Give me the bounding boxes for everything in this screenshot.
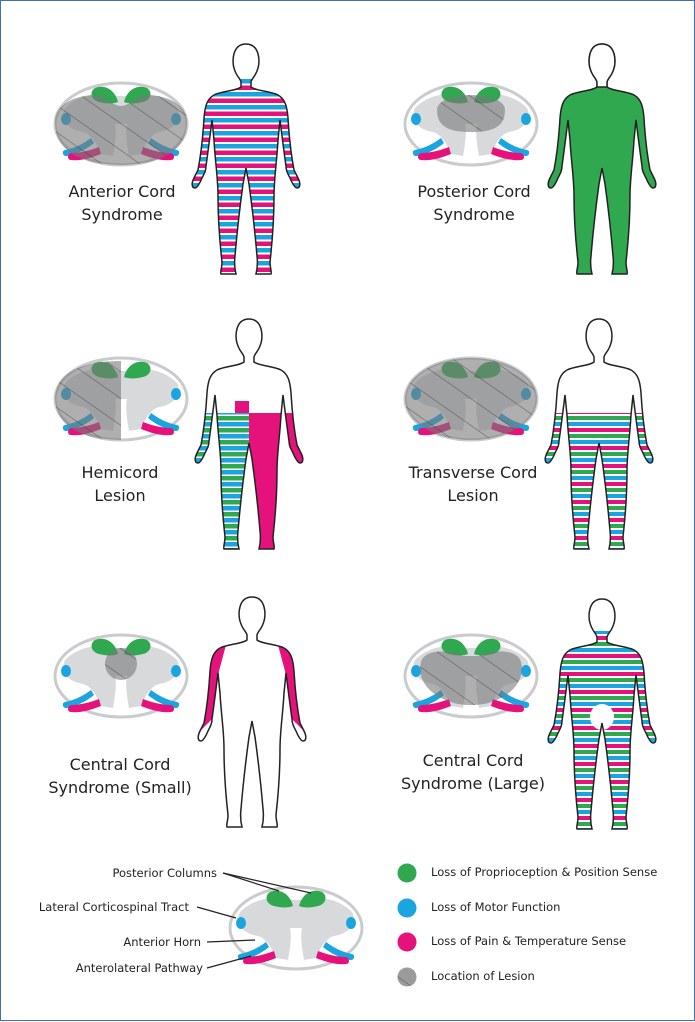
blue-dot-icon [397,898,417,918]
panel-title-central-small: Central Cord Syndrome (Small) [30,753,210,799]
body-transverse [544,318,654,550]
panel-title-transverse: Transverse Cord Lesion [383,461,563,507]
body-central-large [547,598,657,830]
title-line-2: Syndrome [81,205,163,224]
body-anterior [191,43,301,275]
title-line-1: Central Cord [69,755,171,774]
label-posterior-columns: Posterior Columns [112,866,217,880]
cord-anatomy-key [228,885,364,971]
green-dot-icon [397,863,417,883]
title-line-2: Lesion [447,486,499,505]
title-line-1: Transverse Cord [408,463,538,482]
cord-anterior [53,81,189,167]
body-central-small [197,596,307,828]
title-line-2: Syndrome (Large) [401,774,545,793]
legend-pain-temperature: Loss of Pain & Temperature Sense [431,934,627,948]
body-hemicord [194,318,304,550]
cord-transverse [403,356,539,442]
title-line-1: Hemicord [81,463,159,482]
cord-posterior [403,81,539,167]
title-line-1: Posterior Cord [417,182,531,201]
cord-hemicord [53,356,189,442]
label-lateral-corticospinal-tract: Lateral Corticospinal Tract [38,900,189,914]
title-line-1: Central Cord [422,751,524,770]
cord-central-large [403,633,539,719]
body-posterior [547,43,657,275]
legend-lesion: Location of Lesion [431,969,535,983]
title-line-2: Syndrome [433,205,515,224]
legend-proprioception: Loss of Proprioception & Position Sense [431,865,658,879]
legend-motor: Loss of Motor Function [431,900,561,914]
title-line-2: Lesion [94,486,146,505]
label-anterior-horn: Anterior Horn [123,935,201,949]
magenta-dot-icon [397,932,417,952]
panel-title-posterior: Posterior Cord Syndrome [384,180,564,226]
title-line-1: Anterior Cord [68,182,176,201]
hatched-gray-dot-icon [397,967,417,987]
panel-title-central-large: Central Cord Syndrome (Large) [383,749,563,795]
panel-title-anterior: Anterior Cord Syndrome [32,180,212,226]
panel-title-hemicord: Hemicord Lesion [30,461,210,507]
title-line-2: Syndrome (Small) [48,778,192,797]
cord-central-small [53,633,189,719]
leader-lines [196,872,312,969]
label-anterolateral-pathway: Anterolateral Pathway [75,961,203,975]
